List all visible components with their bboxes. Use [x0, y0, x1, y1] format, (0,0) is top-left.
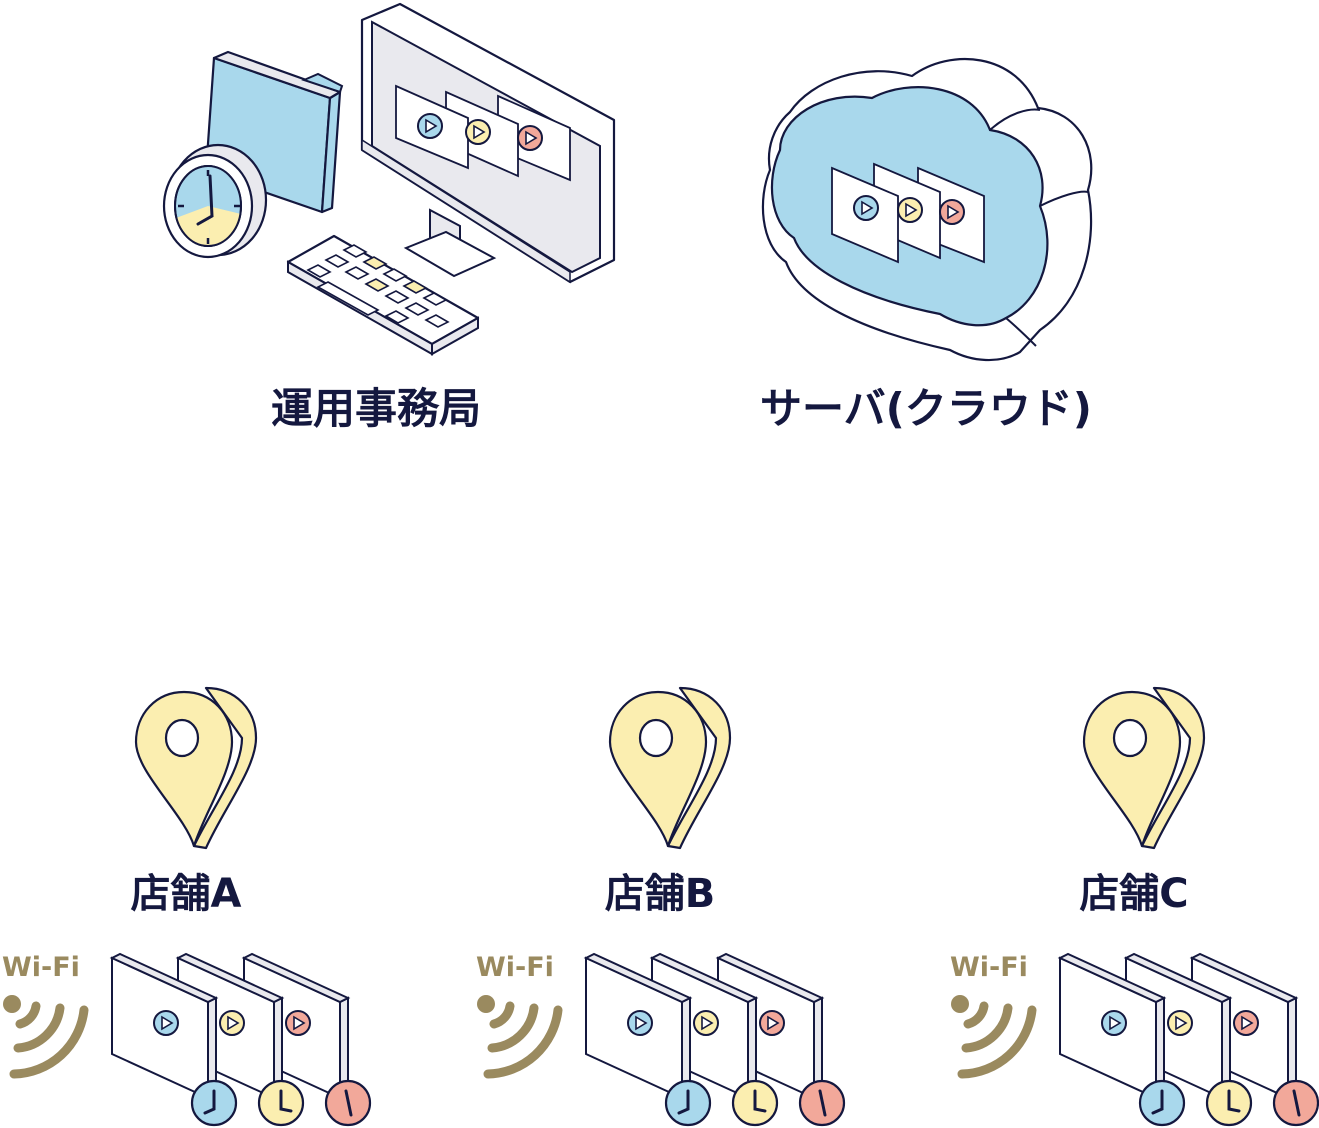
location-pin-icon — [1082, 686, 1206, 850]
wifi-label: Wi-Fi — [476, 952, 554, 983]
keyboard-icon — [286, 234, 480, 356]
cloud-server-icon — [761, 58, 1093, 362]
store-c-label: 店舗C — [1079, 871, 1189, 917]
office-label: 運用事務局 — [270, 384, 481, 433]
monitor-icon — [360, 2, 616, 284]
store-b-label: 店舗B — [604, 871, 716, 917]
wifi-label: Wi-Fi — [950, 952, 1028, 983]
wall-clock-icon — [162, 143, 268, 259]
store-a-label: 店舗A — [130, 871, 242, 917]
office-illustration — [162, 2, 616, 356]
server-label: サーバ(クラウド) — [760, 384, 1092, 433]
location-pin-icon — [608, 686, 732, 850]
location-pin-icon — [134, 686, 258, 850]
wifi-label: Wi-Fi — [2, 952, 80, 983]
